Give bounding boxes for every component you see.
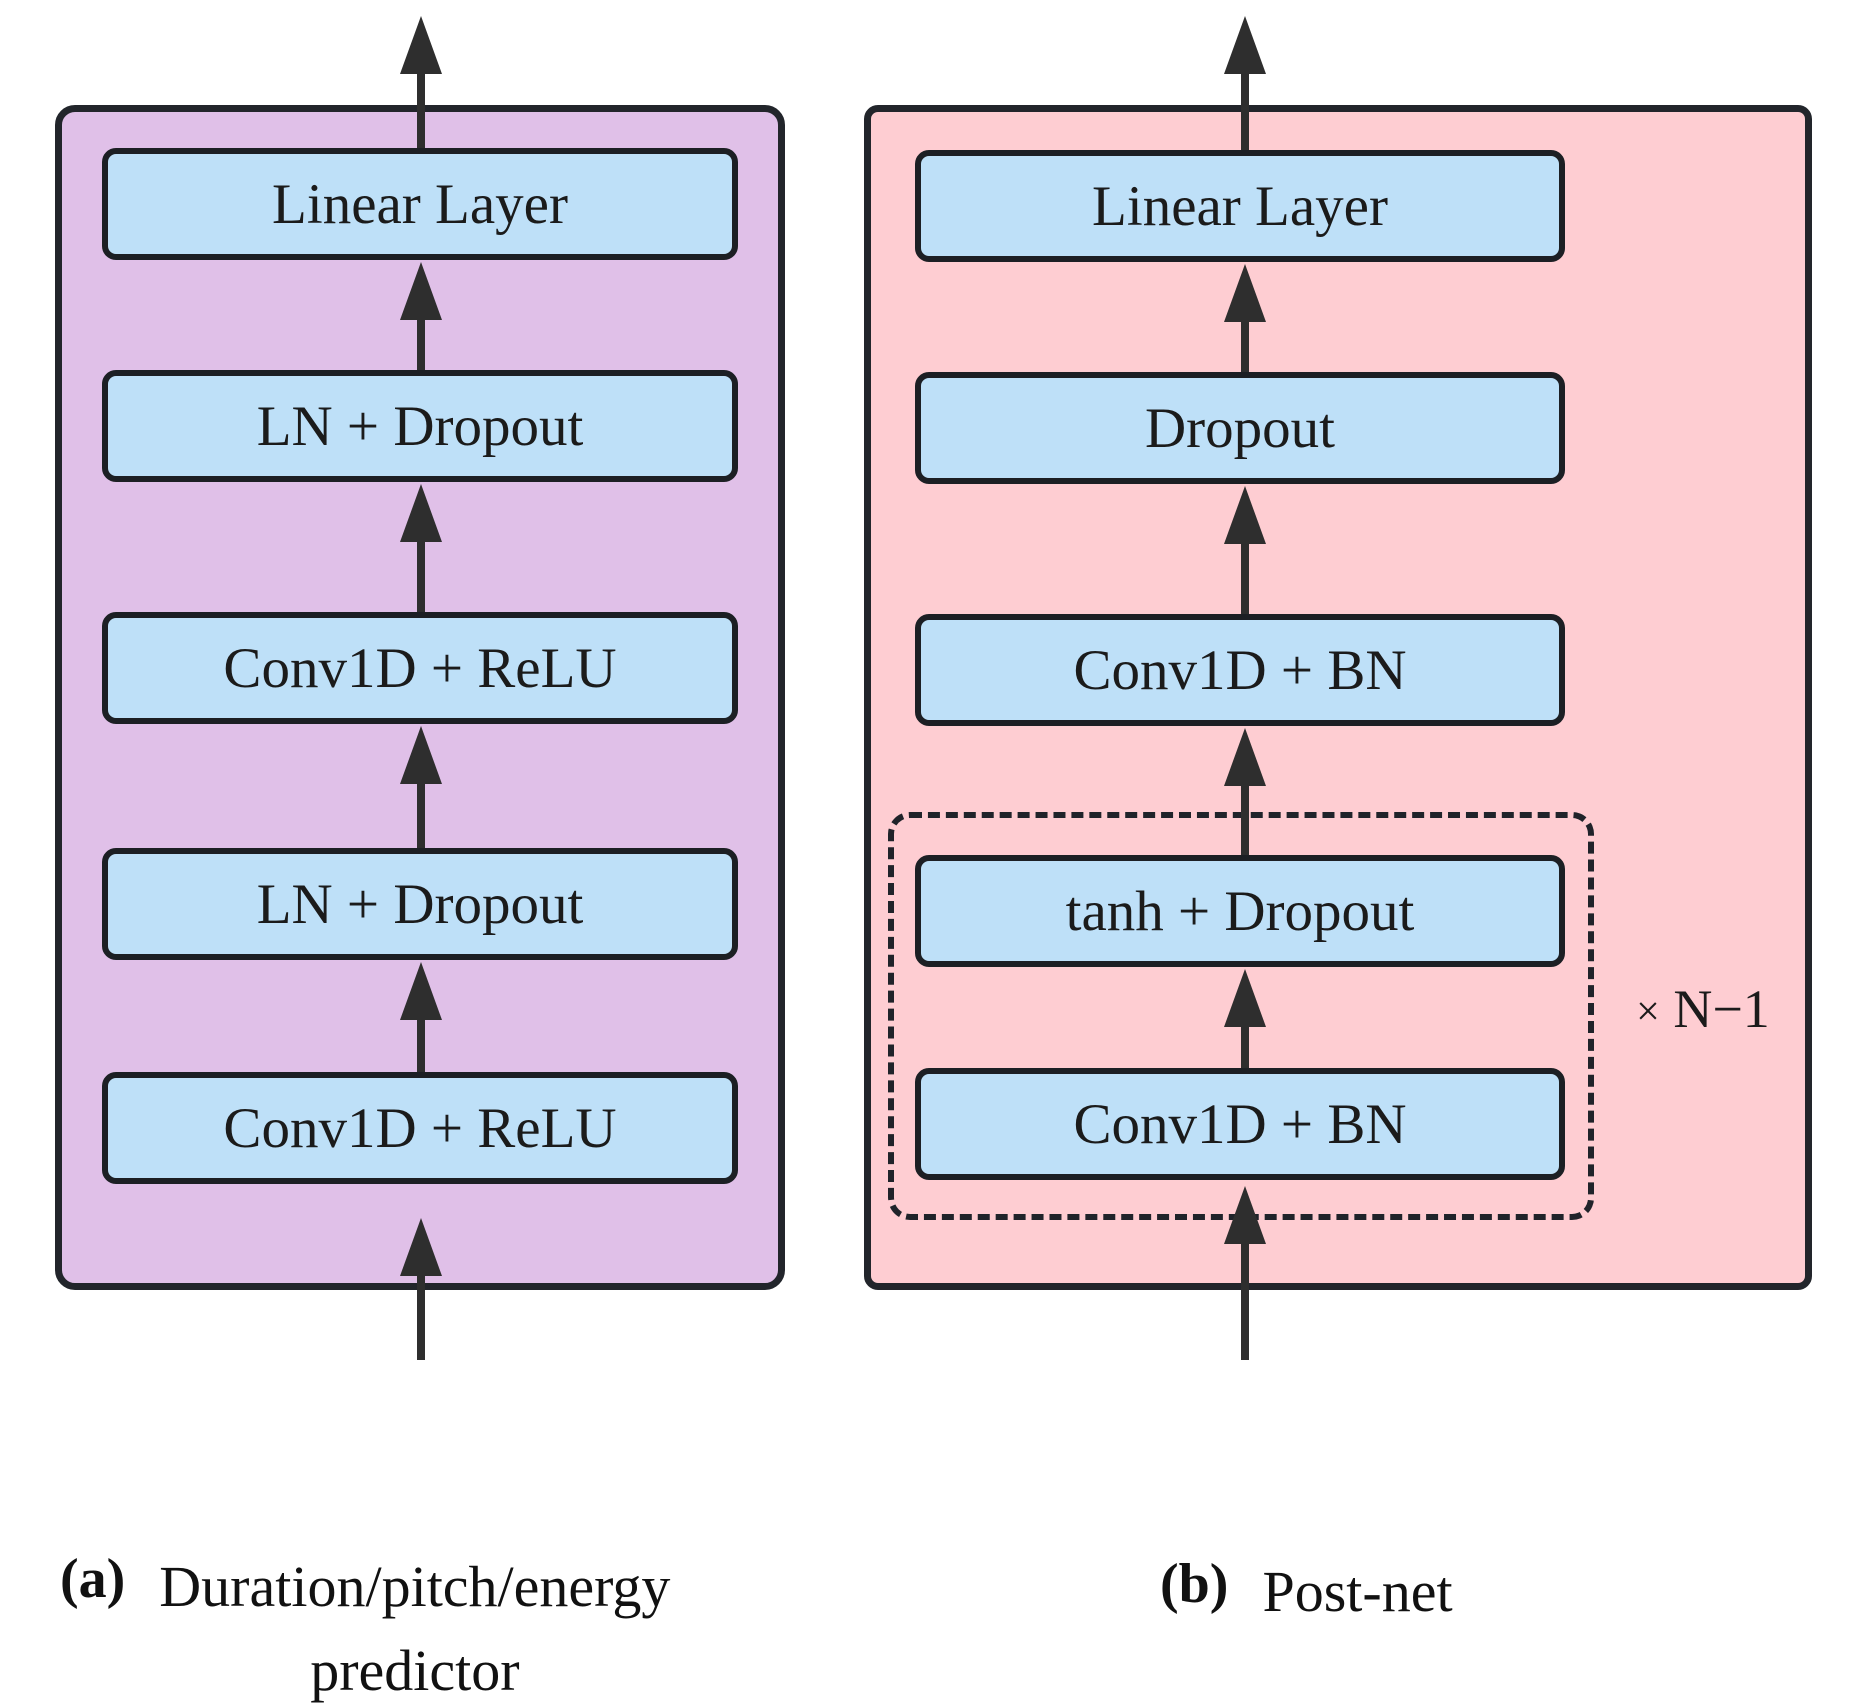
node-tanh-dropout: tanh + Dropout bbox=[915, 855, 1565, 967]
up-arrow-icon bbox=[1223, 16, 1267, 150]
multiply-symbol: × bbox=[1636, 989, 1660, 1035]
up-arrow-icon bbox=[399, 1218, 443, 1360]
arrow-shaft bbox=[417, 784, 425, 848]
node-dropout: Dropout bbox=[915, 372, 1565, 484]
arrow-shaft bbox=[417, 1276, 425, 1360]
caption-b-text: Post-net bbox=[1262, 1559, 1453, 1624]
arrowhead-icon bbox=[1224, 728, 1266, 786]
node-conv1d-bn: Conv1D + BN bbox=[915, 1068, 1565, 1180]
caption-a-text: Duration/pitch/energy predictor bbox=[159, 1545, 670, 1708]
caption-a-tag: (a) bbox=[60, 1548, 126, 1610]
caption-a-line2: predictor bbox=[310, 1638, 520, 1704]
arrowhead-icon bbox=[400, 726, 442, 784]
node-ln-dropout: LN + Dropout bbox=[102, 848, 738, 960]
arrow-shaft bbox=[1241, 1244, 1249, 1360]
up-arrow-icon bbox=[1223, 969, 1267, 1068]
up-arrow-icon bbox=[399, 484, 443, 612]
node-linear-layer: Linear Layer bbox=[102, 148, 738, 260]
caption-b-tag: (b) bbox=[1160, 1553, 1229, 1615]
arrow-shaft bbox=[417, 542, 425, 612]
node-linear-layer: Linear Layer bbox=[915, 150, 1565, 262]
arrow-shaft bbox=[417, 320, 425, 370]
up-arrow-icon bbox=[1223, 728, 1267, 855]
arrow-shaft bbox=[1241, 1027, 1249, 1068]
up-arrow-icon bbox=[399, 16, 443, 148]
arrowhead-icon bbox=[1224, 1186, 1266, 1244]
arrow-shaft bbox=[1241, 74, 1249, 150]
up-arrow-icon bbox=[1223, 264, 1267, 372]
arrowhead-icon bbox=[1224, 16, 1266, 74]
up-arrow-icon bbox=[1223, 486, 1267, 614]
arrow-shaft bbox=[417, 1020, 425, 1072]
node-ln-dropout: LN + Dropout bbox=[102, 370, 738, 482]
node-conv1d-relu: Conv1D + ReLU bbox=[102, 1072, 738, 1184]
arrowhead-icon bbox=[400, 484, 442, 542]
arrowhead-icon bbox=[400, 1218, 442, 1276]
up-arrow-icon bbox=[1223, 1186, 1267, 1360]
caption-b: (b) Post-net bbox=[1160, 1550, 1453, 1634]
up-arrow-icon bbox=[399, 962, 443, 1072]
repeat-count-label: × N−1 bbox=[1598, 978, 1808, 1040]
arrow-shaft bbox=[417, 74, 425, 148]
node-conv1d-bn: Conv1D + BN bbox=[915, 614, 1565, 726]
arrowhead-icon bbox=[1224, 486, 1266, 544]
arrowhead-icon bbox=[400, 962, 442, 1020]
arrow-shaft bbox=[1241, 544, 1249, 614]
arrowhead-icon bbox=[1224, 264, 1266, 322]
arrow-shaft bbox=[1241, 786, 1249, 855]
repeat-count: N−1 bbox=[1673, 979, 1770, 1039]
node-conv1d-relu: Conv1D + ReLU bbox=[102, 612, 738, 724]
arrowhead-icon bbox=[400, 262, 442, 320]
arrowhead-icon bbox=[1224, 969, 1266, 1027]
up-arrow-icon bbox=[399, 262, 443, 370]
caption-a-line1: Duration/pitch/energy bbox=[159, 1554, 671, 1619]
up-arrow-icon bbox=[399, 726, 443, 848]
caption-a: (a) Duration/pitch/energy predictor bbox=[60, 1545, 760, 1708]
arrow-shaft bbox=[1241, 322, 1249, 372]
arrowhead-icon bbox=[400, 16, 442, 74]
